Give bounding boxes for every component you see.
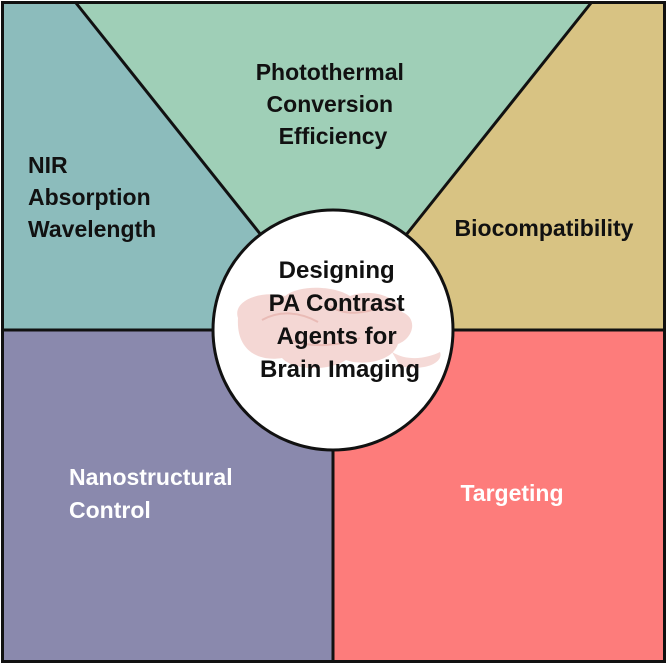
divider-right-diagonal [400, 2, 593, 241]
nanostructural-label: Nanostructural Control [69, 464, 239, 523]
photothermal-segment [76, 3, 591, 235]
divider-left-diagonal [74, 2, 267, 241]
brain-icon [237, 287, 441, 369]
brain-stem [392, 352, 441, 368]
targeting-label: Targeting [460, 480, 563, 506]
brain-shape [237, 287, 413, 369]
center-circle [211, 208, 455, 452]
nir-absorption-segment [3, 3, 262, 330]
brain-fold [261, 305, 383, 347]
biocompatibility-label: Biocompatibility [455, 215, 634, 241]
nir-absorption-label: NIR Absorption Wavelength [28, 152, 157, 242]
photothermal-label: Photothermal Conversion Efficiency [256, 59, 411, 149]
center-title: Designing PA Contrast Agents for Brain I… [260, 257, 420, 383]
biocompatibility-segment [404, 3, 664, 330]
